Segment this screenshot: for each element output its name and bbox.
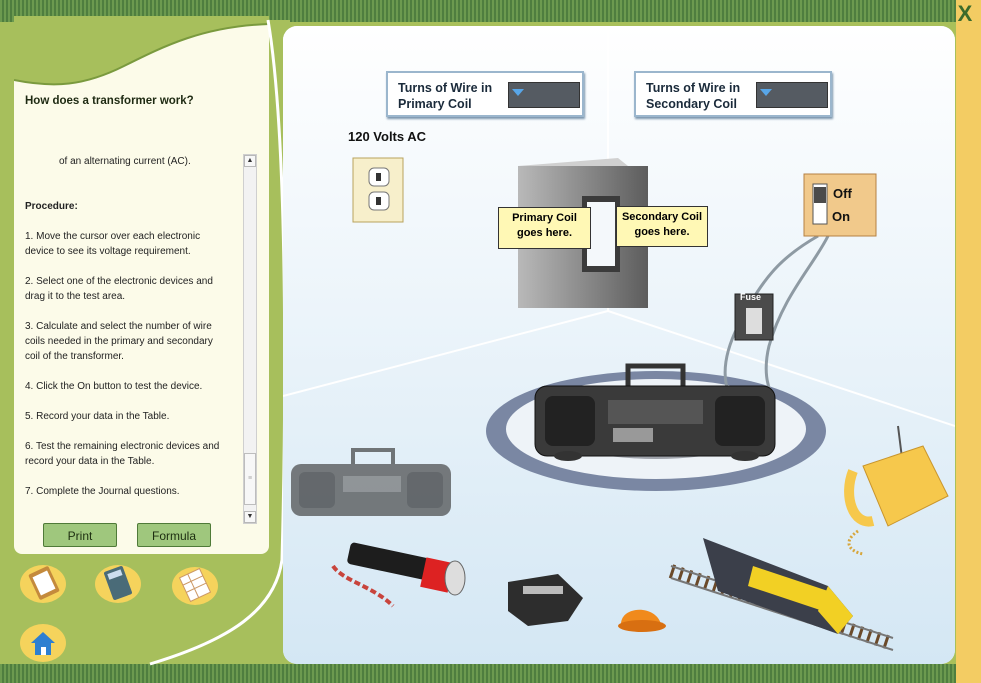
scroll-down-arrow-icon[interactable]: ▼ [244,511,256,523]
lab-scene [283,26,955,664]
procedure-heading: Procedure: [25,201,78,212]
info-panel: How does a transformer work? of an alter… [14,16,269,554]
clipboard-icon[interactable] [20,562,66,604]
primary-coil-label: Turns of Wire in Primary Coil [398,81,493,111]
scroll-thumb[interactable]: ≡ [244,453,256,505]
calculator-icon[interactable] [95,562,141,604]
step-1: 1. Move the cursor over each electronic … [25,231,201,257]
table-icon[interactable] [172,564,218,606]
boombox-on-platform [534,363,776,461]
step-5: 5. Record your data in the Table. [25,411,170,422]
panel-header-decoration [14,16,269,86]
right-band [956,0,981,683]
toy-train-device[interactable] [668,538,896,651]
chevron-down-icon [760,89,772,96]
bell-device[interactable] [618,609,666,632]
fuse-label: Fuse [740,292,762,302]
home-icon[interactable] [20,622,66,664]
step-4: 4. Click the On button to test the devic… [25,381,203,392]
formula-button[interactable]: Formula [137,523,211,547]
flashlight-device[interactable] [331,542,466,608]
step-3: 3. Calculate and select the number of wi… [25,321,213,362]
panel-title: How does a transformer work? [25,95,194,107]
primary-coil-dropdown[interactable]: Turns of Wire in Primary Coil [386,71,584,117]
bottom-stripe [0,664,981,683]
procedure-scrollbar[interactable]: ▲ ≡ ▼ [243,154,257,524]
print-button[interactable]: Print [43,523,117,547]
step-2: 2. Select one of the electronic devices … [25,276,213,302]
chevron-down-icon [512,89,524,96]
power-switch[interactable] [803,173,877,237]
step-7: 7. Complete the Journal questions. [25,486,180,497]
boombox-device[interactable] [291,448,451,516]
secondary-coil-label: Turns of Wire in Secondary Coil [646,81,741,111]
scroll-up-arrow-icon[interactable]: ▲ [244,155,256,167]
wall-outlet [352,157,404,223]
cd-player-device[interactable] [508,574,583,626]
secondary-coil-select[interactable] [756,82,828,108]
outlet-voltage-label: 120 Volts AC [348,129,427,144]
telephone-device[interactable] [844,425,949,556]
fuse [734,293,774,341]
secondary-coil-dropdown[interactable]: Turns of Wire in Secondary Coil [634,71,832,117]
intro-fragment: of an alternating current (AC). [59,156,191,167]
close-button[interactable]: X [957,1,973,26]
primary-coil-select[interactable] [508,82,580,108]
lab-area: Turns of Wire in Primary Coil Turns of W… [283,26,955,664]
procedure-text: of an alternating current (AC). Procedur… [25,154,230,514]
switch-off-button[interactable]: Off [833,186,852,201]
switch-on-button[interactable]: On [832,209,851,224]
step-6: 6. Test the remaining electronic devices… [25,441,220,467]
